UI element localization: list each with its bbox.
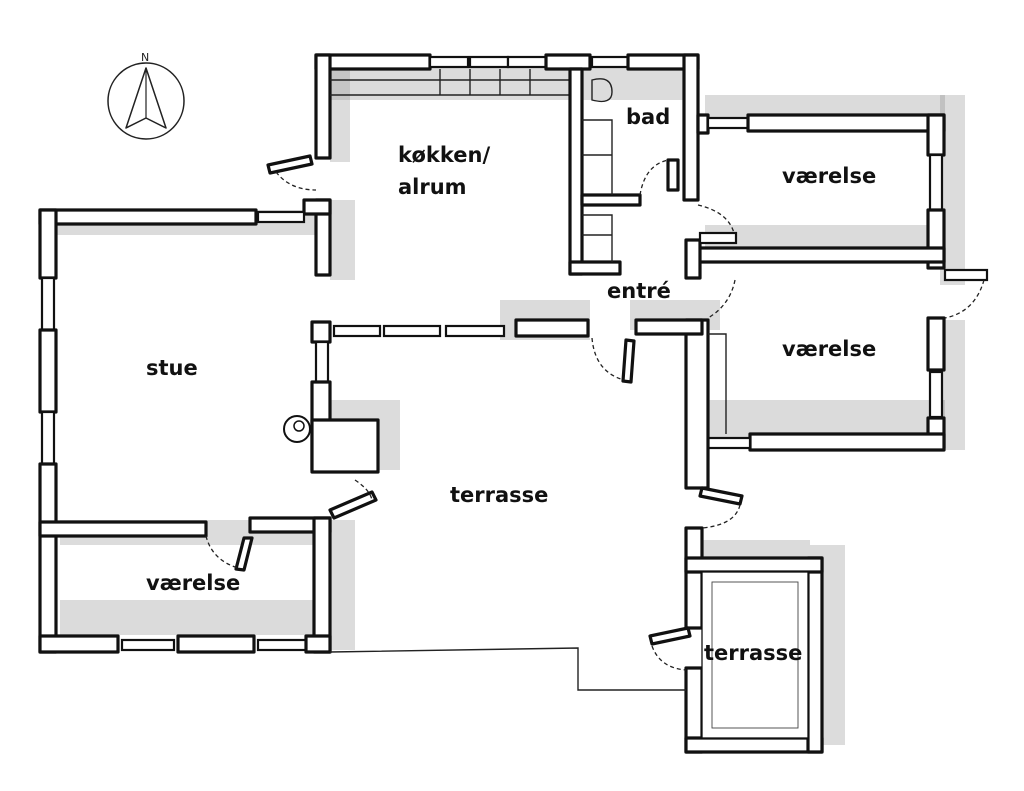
- bedroom-e-walls: [634, 268, 989, 490]
- terrace-outline: [329, 647, 686, 691]
- kitchen-door: [266, 154, 317, 191]
- label-living: stue: [146, 356, 198, 380]
- label-bedroom-ne: værelse: [782, 164, 876, 188]
- compass: N: [107, 51, 185, 140]
- kitchen-walls: [302, 53, 700, 277]
- label-kitchen-line1: køkken/: [398, 143, 490, 167]
- label-bath: bad: [626, 105, 670, 129]
- bedroom-sw-walls: [38, 516, 332, 654]
- entrance-door: [591, 337, 636, 384]
- label-terrace-small: terrasse: [704, 641, 802, 665]
- label-bedroom-sw: værelse: [146, 571, 240, 595]
- label-bedroom-e: værelse: [782, 337, 876, 361]
- bedroom-ne-walls: [684, 113, 946, 280]
- compass-north-label: N: [141, 51, 149, 64]
- room-labels: køkken/ alrum bad værelse værelse entré …: [146, 105, 876, 665]
- label-kitchen-line2: alrum: [398, 175, 467, 199]
- label-terrace-main: terrasse: [450, 483, 548, 507]
- living-walls: [38, 208, 590, 654]
- small-terrace-walls: [648, 486, 824, 754]
- label-entrance: entré: [607, 279, 671, 303]
